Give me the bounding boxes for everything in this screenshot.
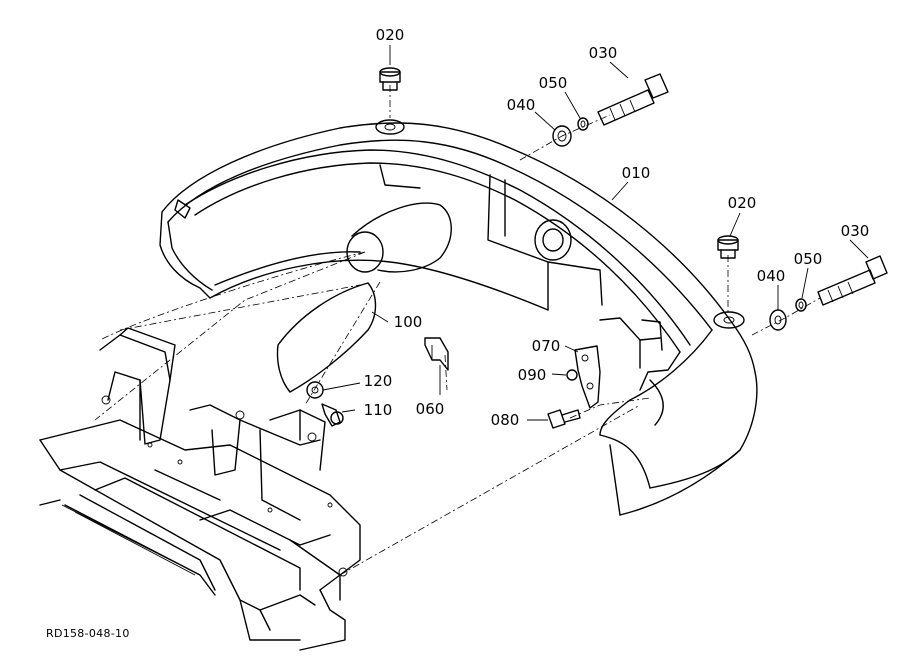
callout-020-right: 020 [728, 194, 757, 212]
callout-090: 090 [518, 366, 547, 384]
callout-030-right: 030 [841, 222, 870, 240]
bolt-080 [547, 409, 581, 429]
callout-020-top: 020 [376, 26, 405, 44]
washer-050-right [795, 298, 807, 312]
bolt-030-right [817, 255, 888, 306]
grille-100 [276, 282, 377, 393]
clip-060 [424, 337, 449, 371]
callout-labels: 020 030 050 040 010 020 030 050 040 100 … [364, 26, 870, 429]
callout-050-right: 050 [794, 250, 823, 268]
callout-040-top: 040 [507, 96, 536, 114]
callout-080: 080 [491, 411, 520, 429]
knob-020-top [379, 67, 401, 91]
callout-110: 110 [364, 401, 393, 419]
callout-030-top: 030 [589, 44, 618, 62]
callout-050-top: 050 [539, 74, 568, 92]
screw-110 [321, 403, 344, 427]
callout-070: 070 [532, 337, 561, 355]
callout-040-right: 040 [757, 267, 786, 285]
nut-090 [566, 369, 578, 381]
assembly-lines [94, 85, 821, 576]
document-id: RD158-048-10 [46, 627, 130, 640]
bracket-070 [574, 345, 601, 409]
washer-040-right [769, 309, 787, 331]
knob-020-right [717, 235, 739, 259]
callout-010: 010 [622, 164, 651, 182]
callout-120: 120 [364, 372, 393, 390]
callout-060: 060 [416, 400, 445, 418]
rear-counterweight [159, 119, 758, 516]
washer-050-top [577, 117, 589, 131]
callout-100: 100 [394, 313, 423, 331]
leader-lines [322, 45, 869, 421]
bolt-030-top [597, 73, 669, 126]
washer-040-top [552, 125, 572, 147]
washer-120 [306, 381, 324, 399]
machine-frame [39, 327, 361, 651]
